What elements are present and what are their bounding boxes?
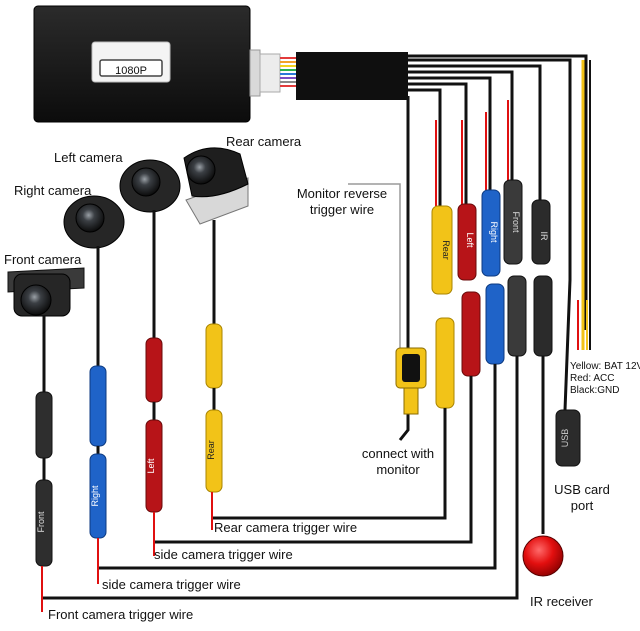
left-cable-text: Left — [146, 458, 156, 474]
rca-monitor-connector — [395, 347, 427, 415]
power-leads — [577, 60, 591, 350]
ir-receiver — [522, 356, 564, 577]
usb-connector: USB — [555, 409, 581, 467]
front-camera-label: Front camera — [4, 252, 82, 267]
ir-connector-text: IR — [539, 232, 549, 242]
control-box — [33, 5, 251, 123]
usb-port-line-1: USB card — [554, 482, 610, 497]
right-female-connector: Right — [481, 189, 501, 277]
ir-receiver-label: IR receiver — [530, 594, 593, 609]
front-cable-text: Front — [36, 511, 46, 533]
usb-port-label: USB card port — [544, 482, 620, 514]
right-camera: Right — [63, 195, 125, 584]
right-camera-label: Right camera — [14, 183, 92, 198]
harness-red-leads — [435, 100, 509, 206]
rear-connector-text: Rear — [441, 240, 451, 260]
front-female-connector: Front — [503, 179, 523, 265]
monitor-trigger-wire — [348, 183, 401, 360]
left-female-connector: Left — [457, 203, 477, 281]
rear-female-connector: Rear — [431, 205, 453, 295]
trigger-runs — [42, 356, 519, 600]
monitor-trigger-label: Monitor reverse trigger wire — [290, 186, 394, 218]
harness-wires — [398, 54, 588, 441]
rear-camera: Rear — [183, 147, 249, 530]
side-trigger-label-1: side camera trigger wire — [154, 547, 293, 562]
power-line-yellow: Yellow: BAT 12V — [570, 361, 640, 372]
connect-monitor-label: connect with monitor — [350, 446, 446, 478]
side-trigger-label-2: side camera trigger wire — [102, 577, 241, 592]
usb-connector-text: USB — [560, 429, 570, 448]
badge-1080p: 1080P — [115, 65, 147, 77]
right-connector-text: Right — [489, 221, 499, 243]
connect-monitor-line-2: monitor — [376, 462, 420, 477]
power-label: Yellow: BAT 12V Red: ACC Black:GND — [570, 361, 640, 397]
left-camera-label: Left camera — [54, 150, 123, 165]
front-connector-text: Front — [511, 211, 521, 233]
front-trigger-label: Front camera trigger wire — [48, 607, 194, 622]
left-camera: Left — [119, 159, 181, 556]
power-line-black: Black:GND — [570, 385, 620, 396]
monitor-trigger-line-1: Monitor reverse — [296, 186, 388, 201]
connect-monitor-line-1: connect with — [361, 446, 435, 461]
rear-camera-label: Rear camera — [226, 134, 302, 149]
lower-connectors — [435, 275, 553, 409]
right-cable-text: Right — [90, 485, 100, 507]
usb-port-line-2: port — [570, 498, 594, 513]
ir-connector: IR — [531, 199, 551, 265]
left-connector-text: Left — [465, 232, 475, 248]
harness-plug — [249, 49, 408, 100]
power-line-red: Red: ACC — [570, 373, 615, 384]
monitor-trigger-line-2: trigger wire — [309, 202, 375, 217]
rear-cable-text: Rear — [206, 440, 216, 460]
rear-trigger-label: Rear camera trigger wire — [214, 520, 358, 535]
front-camera: Front — [7, 267, 85, 612]
